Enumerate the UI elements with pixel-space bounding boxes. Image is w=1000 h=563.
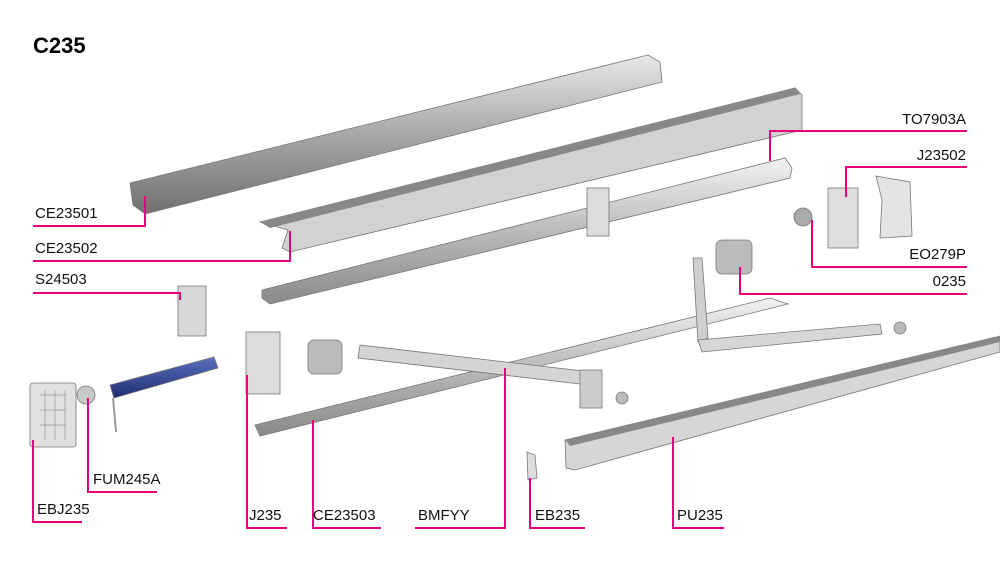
motor-fum245a xyxy=(109,356,219,399)
cover-profile-ce23502 xyxy=(258,87,803,253)
label-ce23503: CE23503 xyxy=(313,507,376,524)
gear-unit xyxy=(307,339,343,375)
leader-bmfyy xyxy=(415,368,506,529)
cassette-profile-ce23501 xyxy=(129,54,663,215)
leader-j23502 xyxy=(845,166,967,197)
leader-ce23502 xyxy=(33,231,291,262)
leader-0235 xyxy=(739,267,967,295)
arm-bracket-0235 xyxy=(715,239,753,275)
end-plate-j23502 xyxy=(827,187,859,249)
wall-bracket-s24503 xyxy=(177,285,207,337)
leader-ce23503 xyxy=(312,420,381,529)
bracket xyxy=(586,187,610,237)
leader-ce23501 xyxy=(33,196,146,227)
label-s24503: S24503 xyxy=(35,271,87,288)
fitting xyxy=(893,321,907,335)
drive-adapter-eo279p xyxy=(793,207,813,227)
leader-ebj235 xyxy=(32,440,82,523)
front-profile-top xyxy=(565,336,1000,446)
label-j235: J235 xyxy=(249,507,282,524)
label-j23502: J23502 xyxy=(917,147,966,164)
label-eb235: EB235 xyxy=(535,507,580,524)
label-bmfyy: BMFYY xyxy=(418,507,470,524)
leader-s24503 xyxy=(33,292,181,300)
label-0235: 0235 xyxy=(933,273,966,290)
leader-eo279p xyxy=(811,220,967,268)
arm-upper xyxy=(692,257,709,343)
arm-lower xyxy=(697,323,883,353)
cover-profile-top xyxy=(260,88,800,228)
leader-to7903a xyxy=(769,130,967,161)
leader-pu235 xyxy=(672,437,724,529)
leader-fum245a xyxy=(87,398,157,493)
label-to7903a: TO7903A xyxy=(902,111,966,128)
roller-tube-to7903a xyxy=(261,157,793,305)
leader-j235 xyxy=(246,375,287,529)
end-cap-ebj235 xyxy=(29,382,77,448)
side-plate-j235 xyxy=(245,331,281,395)
label-ebj235: EBJ235 xyxy=(37,501,90,518)
arm-end xyxy=(579,369,603,409)
motor-head xyxy=(76,385,96,405)
bracket-eb235 xyxy=(526,451,538,481)
leader-eb235 xyxy=(529,478,585,529)
label-pu235: PU235 xyxy=(677,507,723,524)
fitting xyxy=(615,391,629,405)
label-ce23502: CE23502 xyxy=(35,240,98,257)
label-fum245a: FUM245A xyxy=(93,471,161,488)
label-eo279p: EO279P xyxy=(909,246,966,263)
label-ce23501: CE23501 xyxy=(35,205,98,222)
diagram-title: C235 xyxy=(33,33,86,58)
end-cap xyxy=(875,175,913,239)
